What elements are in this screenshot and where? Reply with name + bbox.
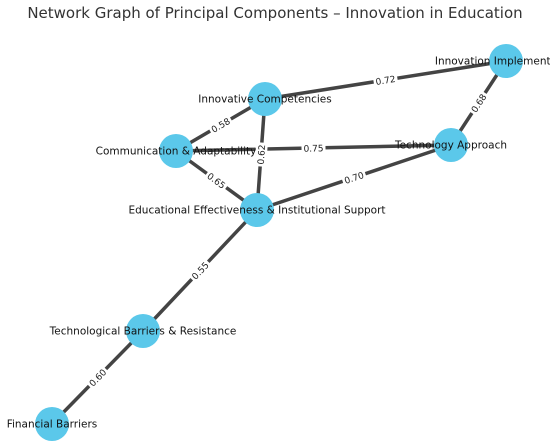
edge-weight-label-background	[254, 142, 268, 167]
edge-weight-label: 0.75	[301, 141, 326, 155]
node-label-technology-approach: Technology Approach	[394, 140, 507, 152]
edges-layer	[50, 59, 508, 426]
nodes-layer	[35, 44, 523, 441]
node-label-educational-effectiveness: Educational Effectiveness & Institutiona…	[128, 205, 385, 217]
edge-weight-label: 0.58	[207, 113, 234, 137]
chart-title: Network Graph of Principal Components – …	[27, 4, 522, 22]
node-communication-adaptability	[159, 134, 193, 168]
node-technology-approach	[434, 128, 468, 162]
edge-weight-text: 0.75	[303, 144, 323, 154]
node-technological-barriers	[126, 314, 160, 348]
node-financial-barriers	[35, 407, 69, 441]
node-label-technological-barriers: Technological Barriers & Resistance	[49, 326, 237, 338]
edge-weight-label-background	[372, 72, 399, 88]
node-label-innovation-implementation: Innovation Implementation	[435, 56, 550, 68]
node-educational-effectiveness	[240, 193, 274, 227]
edge-weight-label: 0.62	[254, 142, 268, 167]
node-innovative-competencies	[248, 82, 282, 116]
edge-weight-text: 0.70	[343, 171, 365, 187]
edge-weight-label-background	[207, 113, 234, 137]
edge-weight-label-background	[203, 168, 230, 193]
node-innovation-implementation	[489, 44, 523, 78]
edge-weight-label-background	[84, 364, 111, 391]
edge-weight-label-background	[340, 167, 368, 188]
edge-weight-text: 0.72	[375, 75, 396, 88]
node-label-financial-barriers: Financial Barriers	[7, 419, 98, 431]
edge-weight-label-background	[187, 257, 213, 284]
edge-weight-label: 0.70	[340, 167, 368, 188]
edge-weight-label-background	[301, 141, 326, 155]
node-labels-layer: Innovation ImplementationInnovative Comp…	[7, 56, 550, 431]
node-label-innovative-competencies: Innovative Competencies	[198, 94, 332, 106]
edge-weight-label-background	[466, 89, 491, 117]
node-label-communication-adaptability: Communication & Adaptability	[96, 146, 257, 158]
edge-weight-label: 0.72	[372, 72, 399, 88]
edge-weight-text: 0.62	[257, 144, 268, 165]
